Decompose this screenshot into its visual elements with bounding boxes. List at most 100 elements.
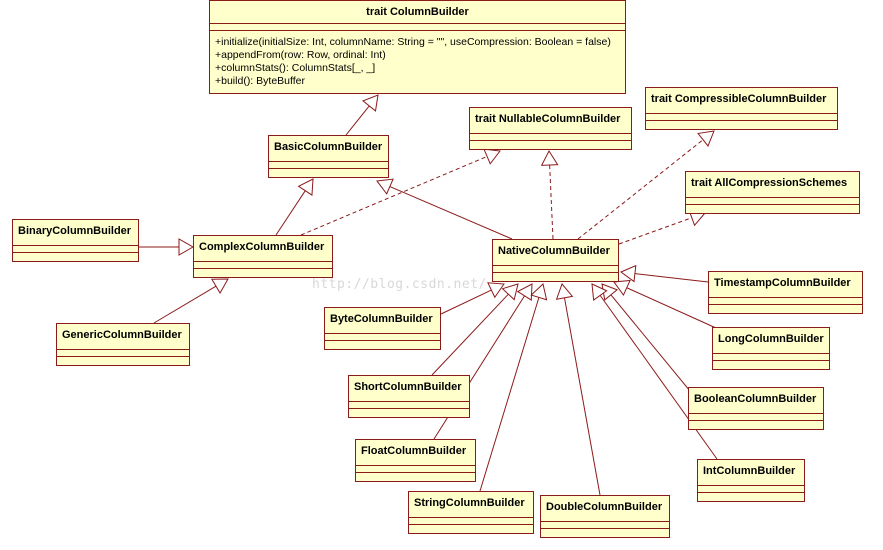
class-box-complex-column-builder[interactable]: ComplexColumnBuilder [193, 235, 333, 278]
class-name-complex-column-builder: ComplexColumnBuilder [199, 241, 325, 253]
class-box-nullable-column-builder[interactable]: trait NullableColumnBuilder [469, 107, 632, 150]
edge-complex-to-nullable [300, 148, 501, 236]
edge-string-to-native [479, 283, 548, 492]
class-box-boolean-column-builder[interactable]: BooleanColumnBuilder [688, 387, 824, 430]
class-name-long-column-builder: LongColumnBuilder [718, 333, 824, 345]
edge-byte-to-native-arrowhead [487, 282, 505, 299]
edge-basic-to-column-builder-line [345, 105, 370, 136]
edge-native-to-all-compression [618, 209, 706, 245]
edge-complex-to-nullable-arrowhead [483, 148, 501, 165]
class-box-all-compression-schemes[interactable]: trait AllCompressionSchemes [685, 171, 860, 214]
class-divider [57, 356, 189, 357]
class-divider [194, 261, 332, 262]
class-box-float-column-builder[interactable]: FloatColumnBuilder [355, 439, 476, 482]
class-divider [470, 133, 631, 134]
edge-int-to-native [591, 283, 718, 460]
class-box-byte-column-builder[interactable]: ByteColumnBuilder [324, 307, 441, 350]
class-name-timestamp-column-builder: TimestampColumnBuilder [714, 277, 851, 289]
edge-timestamp-to-native [619, 264, 709, 283]
class-name-int-column-builder: IntColumnBuilder [703, 465, 796, 477]
class-divider [210, 23, 625, 24]
class-divider [646, 120, 837, 121]
edge-native-to-compressible [577, 130, 715, 240]
class-divider [713, 353, 829, 354]
class-divider [13, 252, 138, 253]
edge-string-to-native-line [479, 297, 540, 492]
edge-boolean-to-native-line [610, 294, 691, 392]
edge-native-to-basic-arrowhead [376, 178, 394, 195]
class-box-basic-column-builder[interactable]: BasicColumnBuilder [268, 135, 389, 178]
class-divider [646, 113, 837, 114]
class-box-short-column-builder[interactable]: ShortColumnBuilder [348, 375, 470, 418]
class-divider [325, 340, 440, 341]
class-divider [689, 420, 823, 421]
class-name-nullable-column-builder: trait NullableColumnBuilder [475, 113, 621, 125]
edge-boolean-to-native [601, 283, 691, 392]
class-divider [541, 521, 669, 522]
class-name-column-builder: trait ColumnBuilder [366, 6, 469, 18]
class-name-string-column-builder: StringColumnBuilder [414, 497, 525, 509]
method-list: +initialize(initialSize: Int, columnName… [215, 36, 621, 88]
method-append-from: +appendFrom(row: Row, ordinal: Int) [215, 49, 386, 61]
class-name-byte-column-builder: ByteColumnBuilder [330, 313, 433, 325]
class-divider [349, 408, 469, 409]
class-divider [541, 528, 669, 529]
edge-complex-to-basic-line [275, 190, 306, 236]
class-divider [698, 492, 804, 493]
class-divider [269, 168, 388, 169]
class-divider [210, 30, 625, 31]
class-name-compressible-column-builder: trait CompressibleColumnBuilder [651, 93, 827, 105]
edge-long-to-native-line [626, 287, 717, 329]
class-divider [493, 272, 618, 273]
class-box-column-builder[interactable]: trait ColumnBuilder +initialize(initialS… [209, 0, 626, 94]
edge-string-to-native-arrowhead [530, 283, 548, 301]
method-build: +build(): ByteBuffer [215, 75, 305, 87]
edge-generic-to-complex-arrowhead [211, 278, 229, 295]
class-divider [470, 140, 631, 141]
edge-native-to-nullable-line [549, 164, 554, 240]
class-box-binary-column-builder[interactable]: BinaryColumnBuilder [12, 219, 139, 262]
class-divider [409, 524, 533, 525]
edge-complex-to-basic [275, 178, 314, 236]
class-divider [493, 265, 618, 266]
class-box-native-column-builder[interactable]: NativeColumnBuilder [492, 239, 619, 282]
class-name-float-column-builder: FloatColumnBuilder [361, 445, 467, 457]
edge-binary-to-complex-arrowhead [178, 238, 195, 256]
edge-generic-to-complex-line [153, 285, 217, 324]
edge-byte-to-native-line [440, 289, 492, 315]
class-name-native-column-builder: NativeColumnBuilder [498, 245, 610, 257]
edge-timestamp-to-native-arrowhead [619, 264, 637, 283]
edge-native-to-basic-line [389, 186, 513, 240]
class-divider [698, 485, 804, 486]
class-box-double-column-builder[interactable]: DoubleColumnBuilder [540, 495, 670, 538]
edge-float-to-native-arrowhead [516, 283, 533, 301]
edge-complex-to-nullable-line [300, 155, 488, 236]
edge-short-to-native-arrowhead [501, 283, 519, 301]
class-name-short-column-builder: ShortColumnBuilder [354, 381, 462, 393]
edge-long-to-native [613, 279, 717, 329]
class-divider [269, 161, 388, 162]
class-divider [349, 401, 469, 402]
edge-basic-to-column-builder-arrowhead [362, 94, 379, 112]
blog-watermark: http://blog.csdn.net/ [312, 277, 487, 292]
class-box-long-column-builder[interactable]: LongColumnBuilder [712, 327, 830, 370]
edge-native-to-all-compression-line [618, 217, 692, 245]
class-divider [686, 197, 859, 198]
class-box-string-column-builder[interactable]: StringColumnBuilder [408, 491, 534, 534]
class-divider [13, 245, 138, 246]
class-box-timestamp-column-builder[interactable]: TimestampColumnBuilder [708, 271, 863, 314]
class-box-int-column-builder[interactable]: IntColumnBuilder [697, 459, 805, 502]
edge-generic-to-complex [153, 278, 229, 324]
class-divider [409, 517, 533, 518]
class-divider [57, 349, 189, 350]
class-box-generic-column-builder[interactable]: GenericColumnBuilder [56, 323, 190, 366]
class-box-compressible-column-builder[interactable]: trait CompressibleColumnBuilder [645, 87, 838, 130]
class-divider [325, 333, 440, 334]
class-divider [689, 413, 823, 414]
edge-short-to-native-line [431, 293, 509, 376]
method-column-stats: +columnStats(): ColumnStats[_, _] [215, 62, 376, 74]
class-name-generic-column-builder: GenericColumnBuilder [62, 329, 182, 341]
class-name-boolean-column-builder: BooleanColumnBuilder [694, 393, 817, 405]
edge-native-to-nullable [540, 149, 559, 240]
edge-complex-to-basic-arrowhead [297, 178, 314, 196]
